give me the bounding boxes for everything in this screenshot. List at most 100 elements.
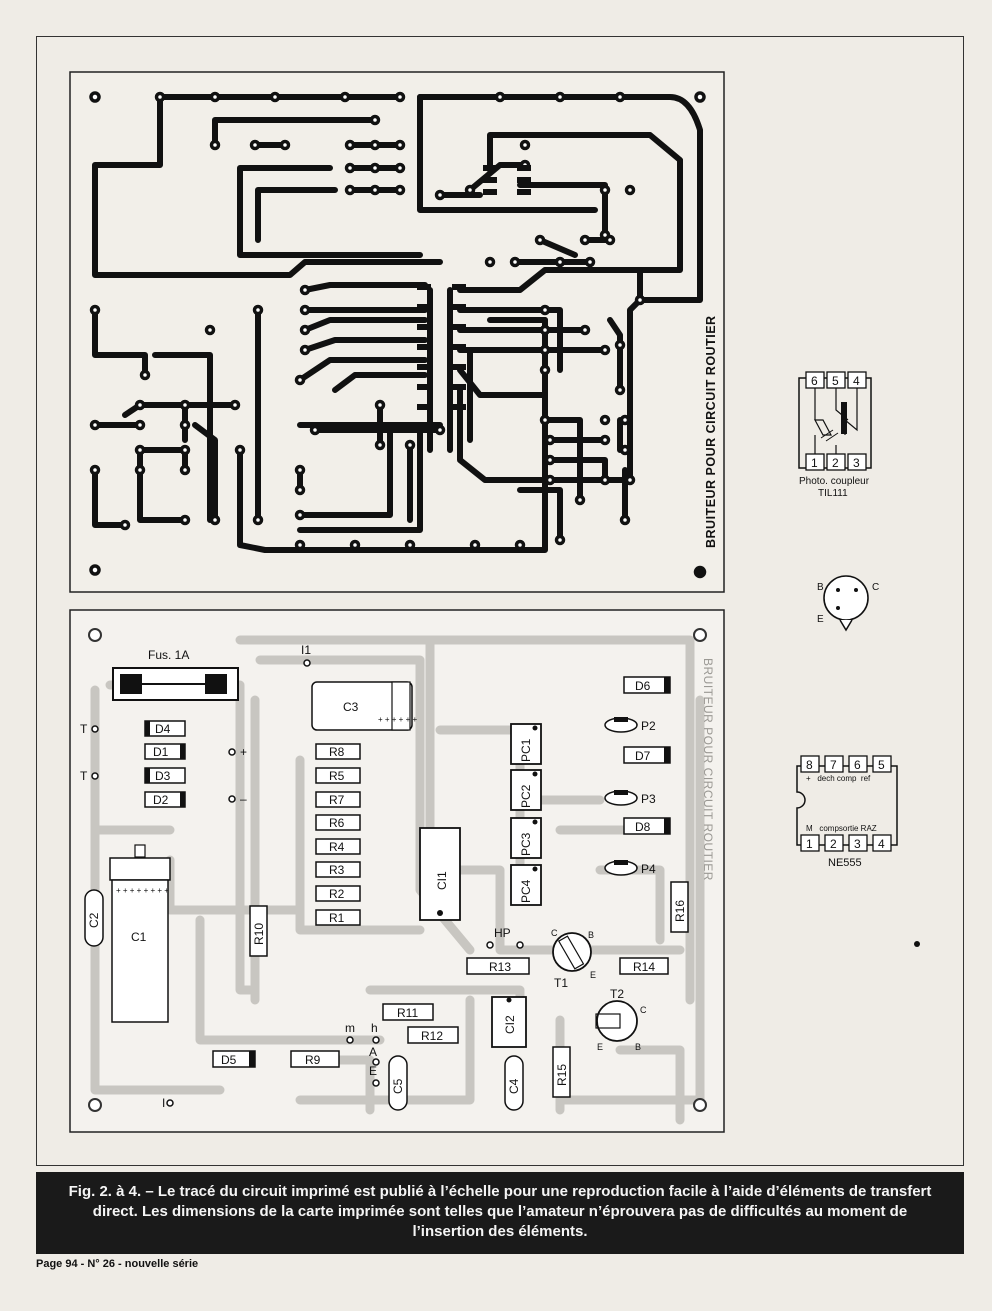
svg-text:C4: C4 [507,1078,521,1094]
svg-text:PC4: PC4 [519,879,533,903]
diode-d5: D5 [212,1050,256,1068]
switch-i1-label: I1 [301,643,311,657]
svg-text:1: 1 [806,837,813,851]
pot-p3: P3 [604,790,656,806]
capacitor-c2: C2 [84,889,104,947]
resistor-r11: R11 [382,1003,434,1021]
transistor-t1: C B E T1 [551,928,596,990]
figure-caption: Fig. 2. à 4. – Le tracé du circuit impri… [36,1172,964,1254]
resistor-r12: R12 [407,1026,459,1044]
svg-text:8: 8 [806,758,813,772]
terminal-h: h [371,1021,378,1035]
svg-text:R10: R10 [252,923,266,945]
terminal-t1: T [80,722,88,736]
svg-text:R5: R5 [329,769,345,783]
terminal-a: A [369,1045,377,1059]
svg-text:R4: R4 [329,840,345,854]
svg-text:P3: P3 [641,792,656,806]
svg-text:E: E [817,614,824,625]
svg-text:R9: R9 [305,1053,321,1067]
pot-p2: P2 [604,717,656,733]
component-layout-board: Fus. 1A T T + – I1 HP m h A E I D4 [69,609,725,1133]
capacitor-c5: C5 [388,1055,408,1111]
svg-text:R15: R15 [555,1064,569,1086]
diode-d1: D1 [144,743,186,760]
svg-text:+ + + + + + + +: + + + + + + + + [116,886,169,895]
photocoupler-pc1: PC1 [510,723,542,765]
ne555-top-text: + dech comp ref [806,774,871,783]
svg-text:T2: T2 [610,987,624,1001]
svg-text:B: B [817,582,824,593]
svg-text:R6: R6 [329,816,345,830]
pcb-board: BRUITEUR POUR CIRCUIT ROUTIER [69,71,725,593]
svg-text:5: 5 [878,758,885,772]
svg-text:5: 5 [832,374,839,388]
diode-d2: D2 [144,791,186,808]
svg-text:CI1: CI1 [435,871,449,890]
svg-text:D4: D4 [155,722,171,736]
svg-text:C2: C2 [87,912,101,928]
diode-d3: D3 [144,767,186,784]
svg-text:PC3: PC3 [519,832,533,856]
svg-text:2: 2 [832,456,839,470]
photocoupler-pc4: PC4 [510,864,542,906]
svg-text:R11: R11 [397,1006,418,1020]
pot-p4: P4 [604,860,656,876]
terminal-plus: + [240,745,247,759]
layout-corner-holes [88,628,707,1112]
pcb-ic-pads [417,165,531,410]
resistor-stack: R8 R5 R7 R6 R4 R3 R2 R1 [315,743,361,926]
diode-d6: D6 [623,676,671,694]
svg-text:D2: D2 [153,793,169,807]
svg-text:CI2: CI2 [503,1015,517,1034]
photocoupler-pinout: 6 5 4 1 2 3 Photo. coupleur TIL111 [798,371,872,499]
svg-text:3: 3 [853,456,860,470]
capacitor-c3: + + + + + + C3 [311,681,417,731]
svg-text:R8: R8 [329,745,345,759]
ic-ci2: CI2 [491,996,527,1048]
svg-text:E: E [597,1042,603,1052]
terminal-dots [91,659,524,1107]
svg-text:R7: R7 [329,793,345,807]
terminal-m: m [345,1021,355,1035]
diode-d4: D4 [144,720,186,737]
resistor-r10: R10 [249,905,268,957]
svg-text:+ + + + + +: + + + + + + [378,715,417,724]
photocoupler-pc3: PC3 [510,817,542,859]
svg-text:3: 3 [854,837,861,851]
svg-text:D5: D5 [221,1053,237,1067]
svg-text:1: 1 [811,456,818,470]
svg-text:D8: D8 [635,820,651,834]
resistor-r14: R14 [619,957,669,975]
svg-text:6: 6 [811,374,818,388]
diode-d7: D7 [623,746,671,764]
transistor-t2: T2 C E B [595,987,647,1052]
capacitor-c1: + + + + + + + + C1 [109,844,171,1023]
capacitor-c4: C4 [504,1055,524,1111]
speaker-hp-label: HP [494,926,511,940]
svg-text:C1: C1 [131,930,147,944]
svg-text:7: 7 [830,758,837,772]
terminal-e: E [369,1064,377,1078]
terminal-i: I [162,1096,165,1110]
svg-text:E: E [590,970,596,980]
ic-ci1: CI1 [419,827,461,921]
figure-drawing: BRUITEUR POUR CIRCUIT ROUTIER Fus. 1A T … [69,71,920,1133]
figure-frame [36,36,964,1166]
svg-text:2: 2 [830,837,837,851]
resistor-r16: R16 [670,881,689,933]
svg-text:R13: R13 [489,960,511,974]
svg-text:C: C [872,582,879,593]
svg-text:T1: T1 [554,976,568,990]
svg-text:R2: R2 [329,887,345,901]
svg-text:R1: R1 [329,911,345,925]
svg-text:D7: D7 [635,749,651,763]
resistor-r15: R15 [552,1046,571,1098]
svg-text:4: 4 [878,837,885,851]
svg-text:C: C [640,1005,647,1015]
fuse-holder [112,667,239,701]
svg-text:4: 4 [853,374,860,388]
fuse-label: Fus. 1A [148,648,189,662]
photocoupler-pc2: PC2 [510,769,542,811]
svg-text:P2: P2 [641,719,656,733]
